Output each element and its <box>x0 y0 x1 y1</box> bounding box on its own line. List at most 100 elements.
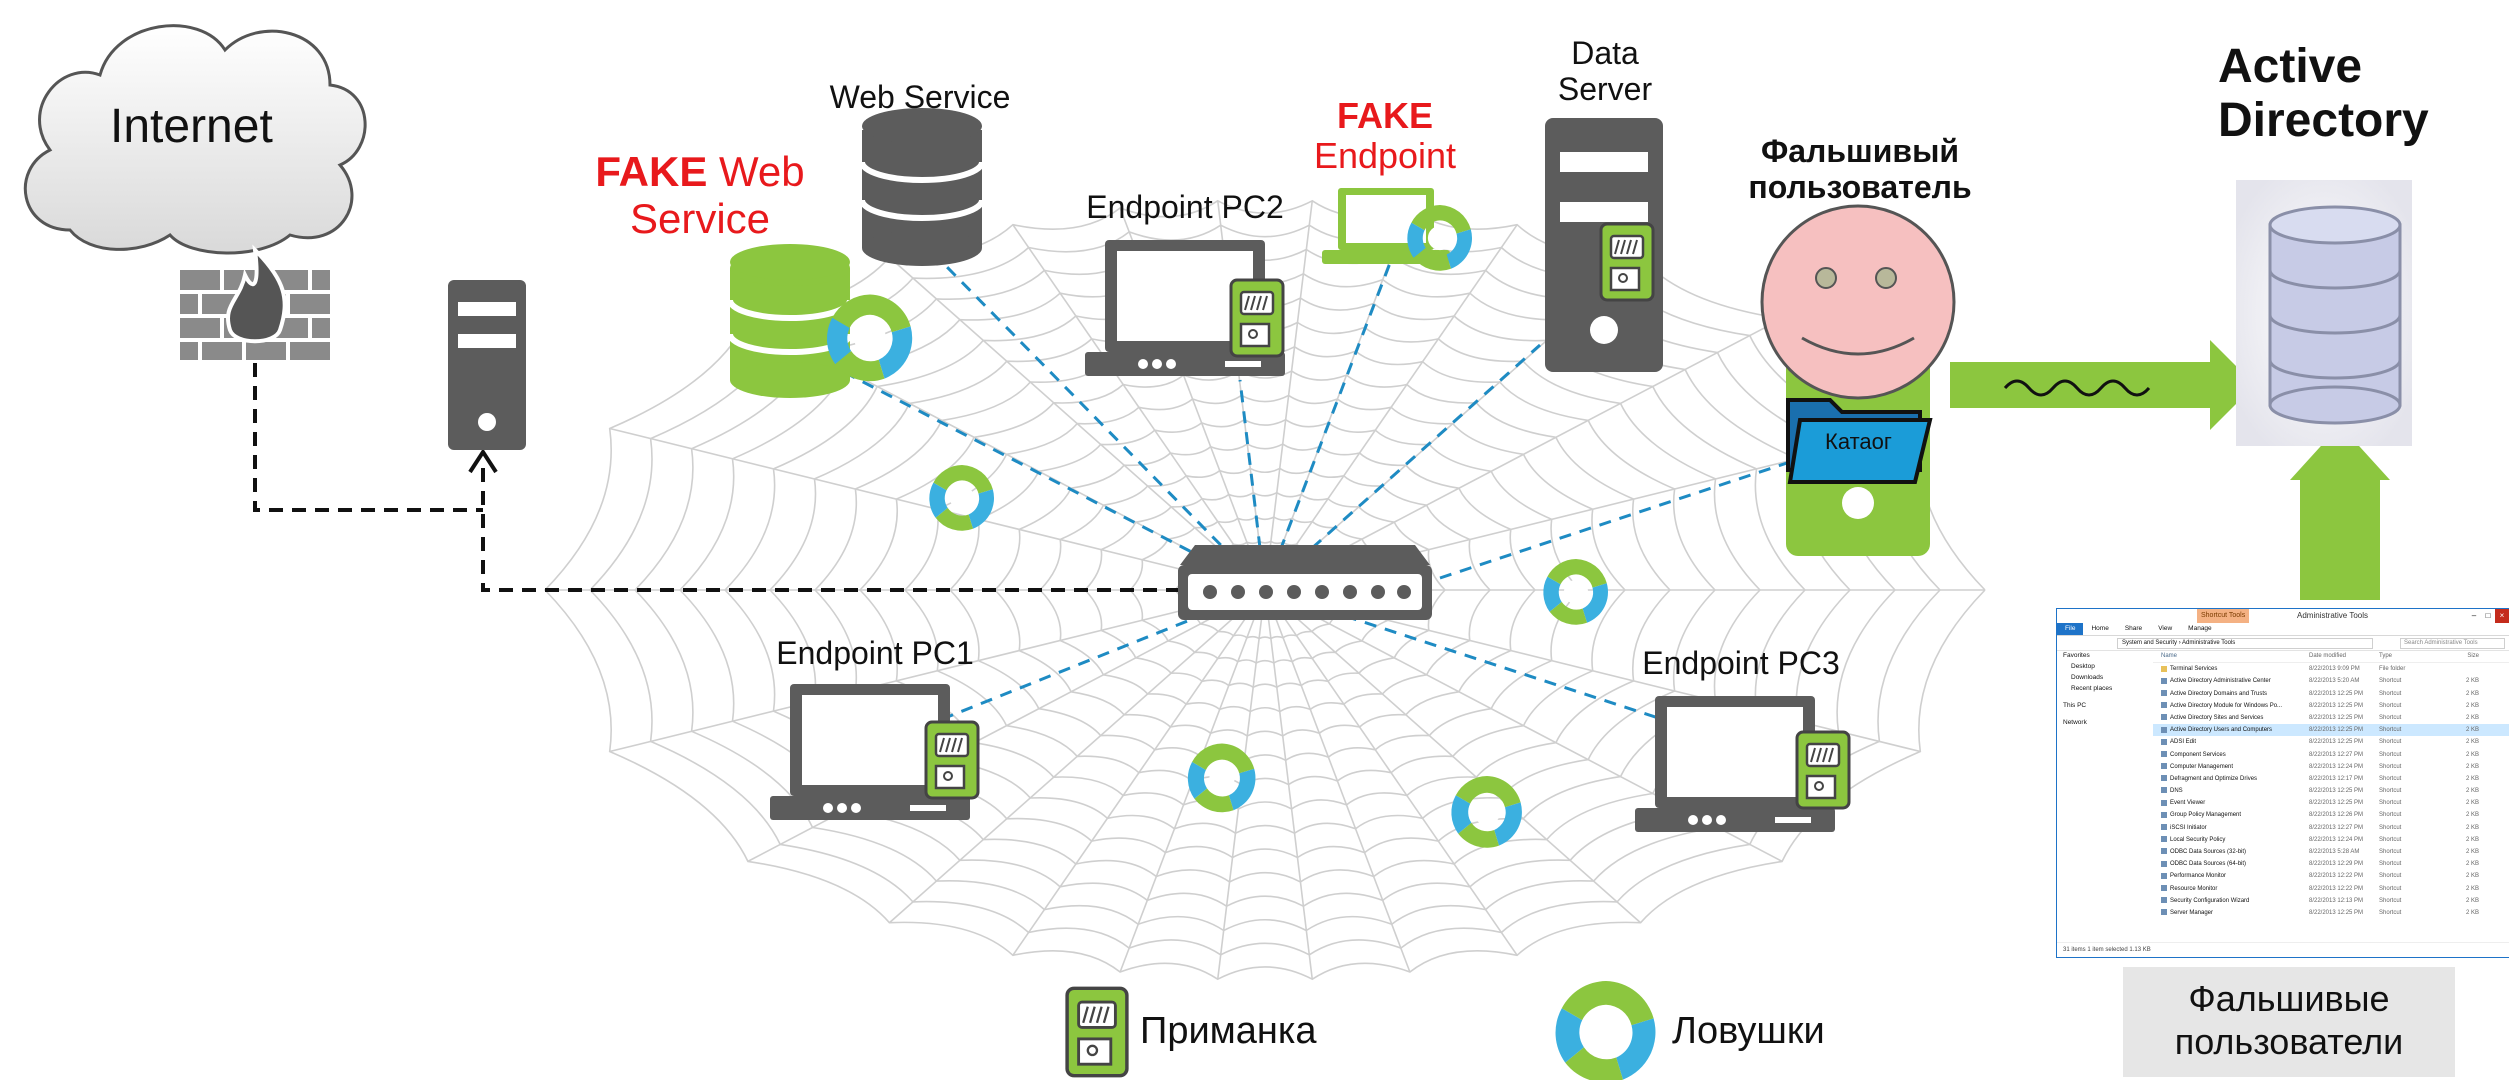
file-size: 2 KB <box>2465 739 2479 746</box>
shortcut-icon <box>2161 726 2167 733</box>
trap-icon <box>1543 559 1609 625</box>
file-name: ODBC Data Sources (64-bit) <box>2170 861 2247 868</box>
active-directory-line2: Directory <box>2218 93 2429 147</box>
file-name: Active Directory Sites and Services <box>2170 714 2264 721</box>
ribbon-tab-home[interactable]: Home <box>2091 625 2109 632</box>
ribbon-tab-manage[interactable]: Manage <box>2188 625 2212 632</box>
file-type: Shortcut <box>2379 836 2402 843</box>
file-type: Shortcut <box>2379 788 2402 795</box>
file-list-row[interactable]: ODBC Data Sources (32-bit)8/22/2013 5:28… <box>2153 846 2509 858</box>
ribbon-tab-share[interactable]: Share <box>2124 625 2143 632</box>
fake-user-line1: Фальшивый <box>1760 133 1960 169</box>
fake-user-label: Фальшивый пользователь <box>1730 133 1990 206</box>
bait-icon <box>1795 730 1851 810</box>
file-size: 2 KB <box>2465 751 2479 758</box>
file-date: 8/22/2013 12:25 PM <box>2309 690 2364 697</box>
column-date-modified[interactable]: Date modified <box>2309 653 2347 659</box>
nav-item-desktop[interactable]: Desktop <box>2071 663 2095 670</box>
nav-item-favorites[interactable]: Favorites <box>2063 652 2090 659</box>
file-type: Shortcut <box>2379 909 2402 916</box>
file-size: 2 KB <box>2465 836 2479 843</box>
trap-icon <box>1451 776 1522 848</box>
file-size: 2 KB <box>2465 800 2479 807</box>
file-list-row[interactable]: ODBC Data Sources (64-bit)8/22/2013 12:2… <box>2153 858 2509 870</box>
ribbon-tab-view[interactable]: View <box>2158 625 2173 632</box>
file-name: Defragment and Optimize Drives <box>2170 775 2258 782</box>
column-size[interactable]: Size <box>2467 653 2479 659</box>
file-type: Shortcut <box>2379 739 2402 746</box>
file-type: Shortcut <box>2379 678 2402 685</box>
close-icon[interactable]: × <box>2495 609 2509 623</box>
file-list-header: Name Date modified Type Size <box>2153 650 2509 664</box>
column-type[interactable]: Type <box>2379 653 2393 659</box>
file-type: Shortcut <box>2379 727 2402 734</box>
fake-users-caption-box: Фальшивые пользователи <box>2123 967 2455 1077</box>
fake-endpoint-label: FAKE Endpoint <box>1300 95 1470 177</box>
file-date: 8/22/2013 12:25 PM <box>2309 909 2364 916</box>
shortcut-icon <box>2161 836 2167 843</box>
nav-item-network[interactable]: Network <box>2063 719 2087 726</box>
context-tab-shortcut-tools[interactable]: Shortcut Tools <box>2197 609 2250 623</box>
active-directory-label: Active Directory <box>2218 40 2429 148</box>
file-date: 8/22/2013 12:25 PM <box>2309 800 2364 807</box>
file-size: 2 KB <box>2465 849 2479 855</box>
web-service-label: Web Service <box>829 79 1011 115</box>
column-name[interactable]: Name <box>2161 653 2178 659</box>
shortcut-icon <box>2161 824 2167 831</box>
active-directory-line1: Active <box>2218 40 2363 93</box>
nav-item-downloads[interactable]: Downloads <box>2071 674 2104 681</box>
file-name: Component Services <box>2170 751 2226 758</box>
file-name: Active Directory Users and Computers <box>2170 727 2273 734</box>
data-server-line1: Data <box>1571 35 1639 71</box>
search-input[interactable]: Search Administrative Tools <box>2400 638 2505 649</box>
legend-traps-label: Ловушки <box>1672 1010 1825 1052</box>
file-size: 2 KB <box>2465 885 2479 892</box>
minimize-icon[interactable]: – <box>2471 611 2477 620</box>
file-date: 8/22/2013 12:27 PM <box>2309 751 2364 758</box>
file-name: ODBC Data Sources (32-bit) <box>2170 849 2247 855</box>
fake-web-service-line1: Web <box>707 148 805 195</box>
nav-item-this-pc[interactable]: This PC <box>2063 702 2087 709</box>
file-type: Shortcut <box>2379 800 2402 807</box>
fake-users-line2: пользователи <box>2174 1021 2404 1063</box>
endpoint-pc2-label: Endpoint PC2 <box>1086 189 1284 225</box>
file-name: ADSI Edit <box>2170 739 2197 746</box>
shortcut-icon <box>2161 897 2167 904</box>
window-titlebar: Shortcut Tools Administrative Tools – □ … <box>2057 609 2509 623</box>
file-date: 8/22/2013 12:13 PM <box>2309 897 2364 904</box>
shortcut-icon <box>2161 714 2167 721</box>
nav-item-recent-places[interactable]: Recent places <box>2071 685 2113 692</box>
ribbon-tab-file[interactable]: File <box>2057 623 2084 635</box>
file-size: 2 KB <box>2465 873 2479 880</box>
file-size: 2 KB <box>2465 775 2479 782</box>
network-switch-icon <box>1178 545 1432 620</box>
folder-icon <box>2161 665 2167 672</box>
file-name: iSCSI Initiator <box>2170 824 2207 831</box>
fake-users-line1: Фальшивые <box>2188 978 2390 1019</box>
address-bar[interactable]: System and Security › Administrative Too… <box>2117 638 2373 649</box>
file-list-row[interactable]: Active Directory Module for Windows Po..… <box>2153 700 2509 712</box>
file-type: Shortcut <box>2379 849 2402 855</box>
internet-cloud-icon <box>23 24 367 255</box>
file-size: 2 KB <box>2465 690 2479 697</box>
maximize-icon[interactable]: □ <box>2485 611 2491 620</box>
file-list: Name Date modified Type Size Terminal Se… <box>2153 650 2509 943</box>
